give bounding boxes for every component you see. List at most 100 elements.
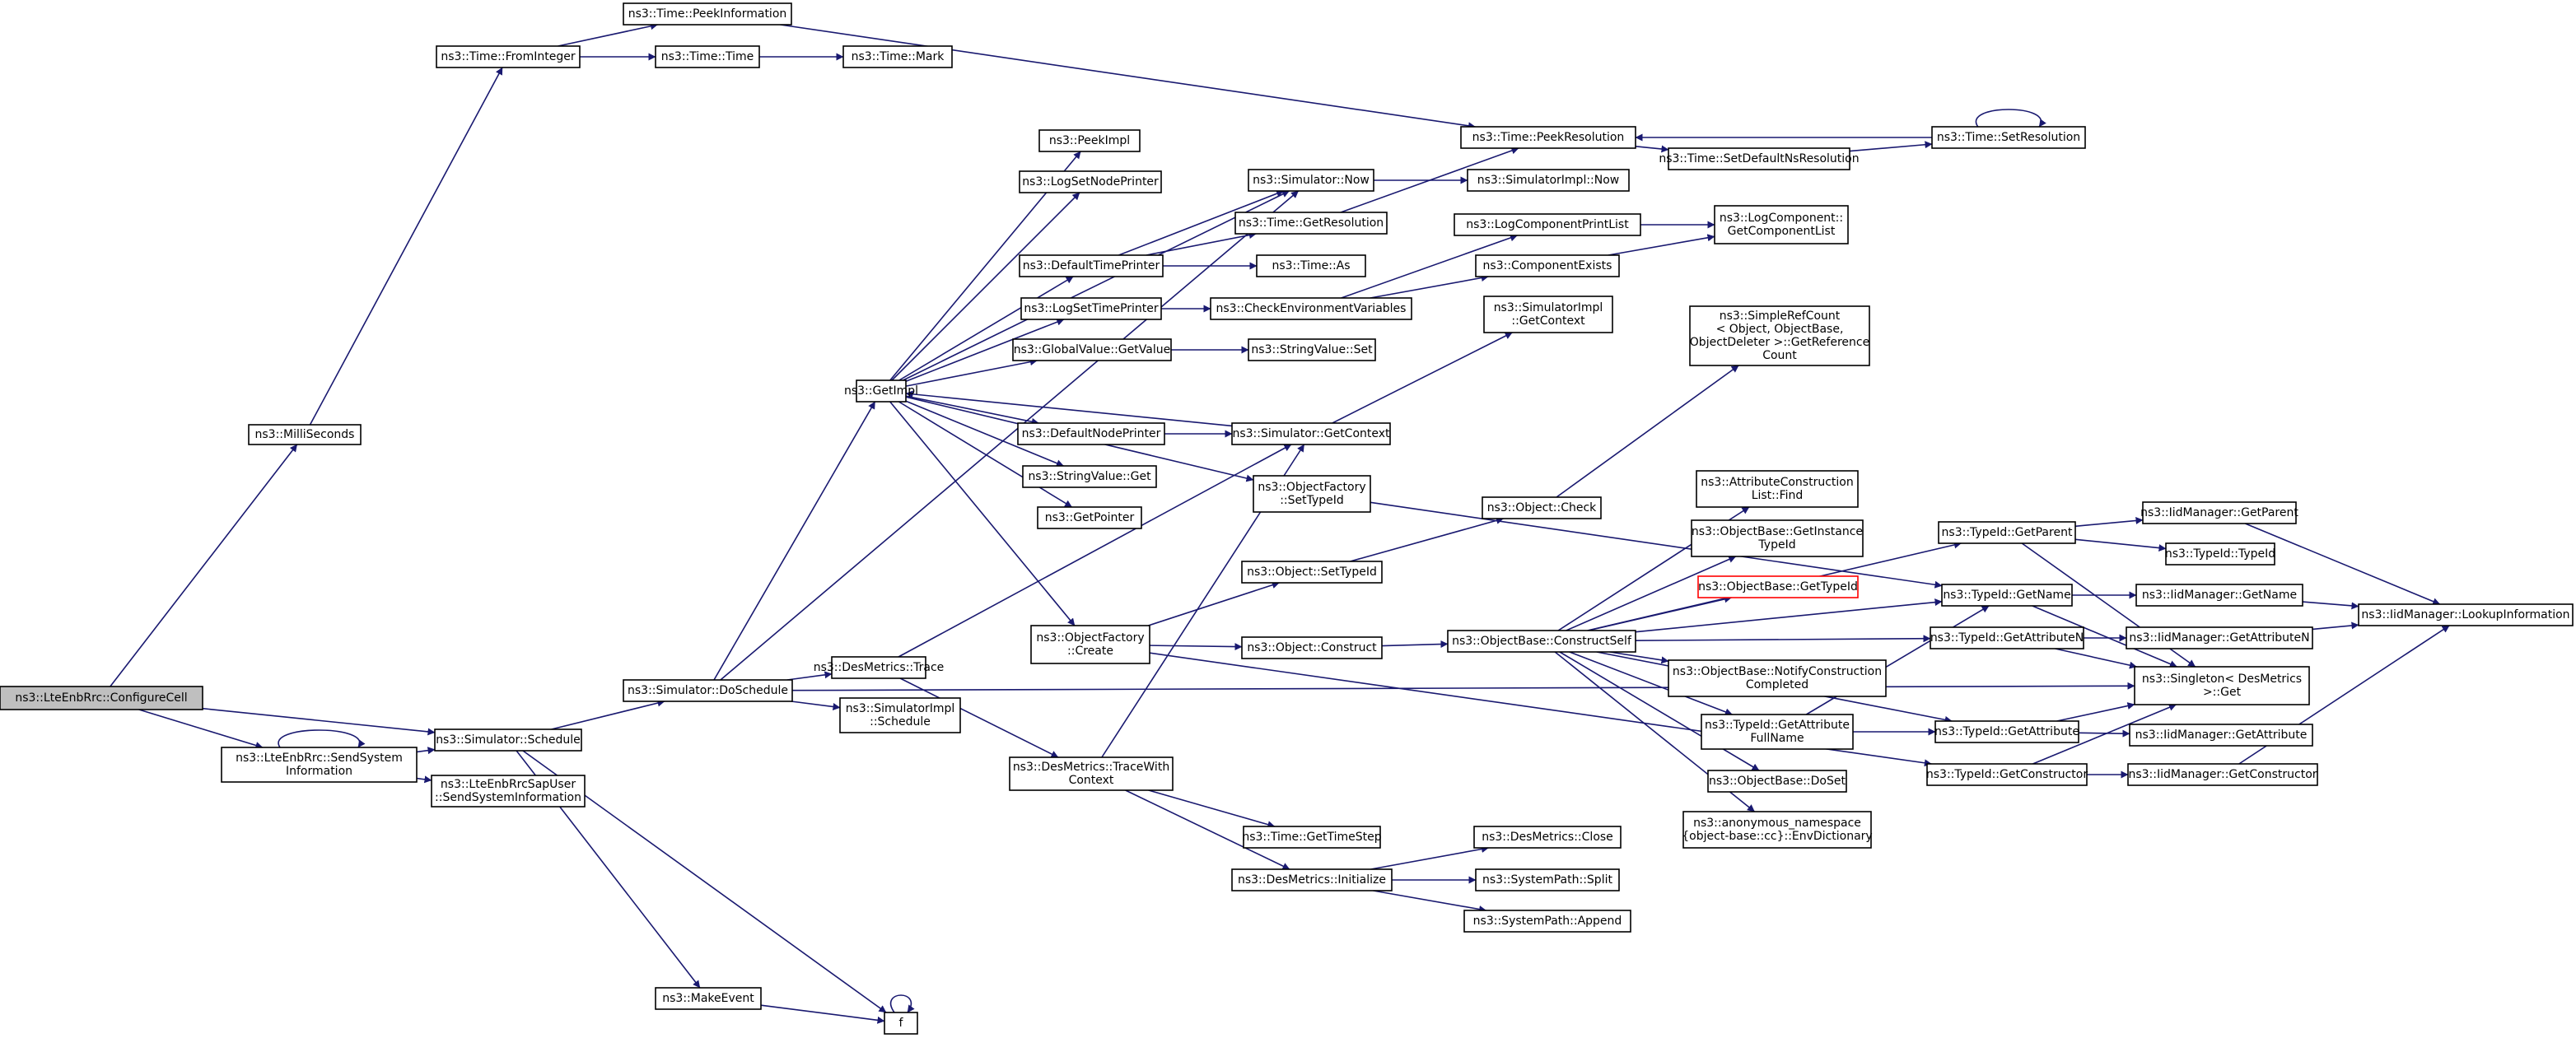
edge-compexists-to-logcompget (1608, 234, 1715, 256)
node-millis[interactable]: ns3::MilliSeconds (248, 424, 362, 445)
edge-constructself-to-tidgetattrn (1635, 635, 1931, 643)
node-timetime[interactable]: ns3::Time::Time (655, 45, 760, 68)
node-logsetnode[interactable]: ns3::LogSetNodePrinter (1019, 170, 1162, 193)
node-notifyconstr[interactable]: ns3::ObjectBase::NotifyConstructionCompl… (1668, 659, 1887, 697)
node-box (1482, 496, 1602, 519)
node-stringget[interactable]: ns3::StringValue::Get (1022, 465, 1157, 488)
node-ofsettid[interactable]: ns3::ObjectFactory::SetTypeId (1253, 475, 1371, 513)
node-objbasegettid[interactable]: ns3::ObjectBase::GetTypeId (1697, 575, 1859, 598)
node-iidgetctor[interactable]: ns3::IidManager::GetConstructor (2127, 763, 2318, 786)
node-timeas[interactable]: ns3::Time::As (1256, 254, 1366, 277)
node-objconstruct[interactable]: ns3::Object::Construct (1241, 636, 1383, 659)
node-box (1483, 296, 1613, 333)
node-defnodeprinter[interactable]: ns3::DefaultNodePrinter (1017, 422, 1165, 445)
node-label: ns3::SystemPath::Split (1482, 873, 1612, 887)
node-label: ns3::ObjectFactory (1036, 631, 1144, 645)
node-tidgetattr[interactable]: ns3::TypeId::GetAttribute (1934, 720, 2079, 743)
node-box (2358, 603, 2574, 626)
edge-arrow (202, 707, 436, 736)
node-simplerefcount[interactable]: ns3::SimpleRefCount< Object, ObjectBase,… (1689, 305, 1870, 366)
edge-arrow (2312, 621, 2359, 631)
edge-doschedule-to-destrace (786, 671, 833, 681)
node-checkenv[interactable]: ns3::CheckEnvironmentVariables (1210, 297, 1412, 320)
node-label: ns3::TypeId::GetAttributeN (1930, 631, 2084, 645)
node-iidgetparent[interactable]: ns3::IidManager::GetParent (2140, 501, 2298, 524)
node-simimplnow[interactable]: ns3::SimulatorImpl::Now (1467, 169, 1630, 192)
node-lookupinfo[interactable]: ns3::IidManager::LookupInformation (2358, 603, 2574, 626)
edge-f-to-f (889, 994, 915, 1013)
node-compexists[interactable]: ns3::ComponentExists (1475, 254, 1620, 277)
node-objcheck[interactable]: ns3::Object::Check (1482, 496, 1602, 519)
node-getres[interactable]: ns3::Time::GetResolution (1234, 212, 1388, 235)
node-tidgetattrn[interactable]: ns3::TypeId::GetAttributeN (1930, 626, 2084, 649)
node-configurecell[interactable]: ns3::LteEnbRrc::ConfigureCell (0, 686, 203, 710)
node-label: ns3::ComponentExists (1483, 259, 1612, 272)
edge-arrow (713, 401, 876, 681)
node-fromint[interactable]: ns3::Time::FromInteger (436, 45, 581, 68)
edge-arrow (905, 400, 1064, 467)
node-gettimestep[interactable]: ns3::Time::GetTimeStep (1242, 826, 1382, 849)
node-setres[interactable]: ns3::Time::SetResolution (1931, 126, 2086, 149)
node-constructself[interactable]: ns3::ObjectBase::ConstructSelf (1447, 630, 1636, 653)
node-sendsysinfo[interactable]: ns3::LteEnbRrc::SendSystemInformation (221, 747, 418, 783)
node-box (839, 697, 961, 733)
node-iidgetattr[interactable]: ns3::IidManager::GetAttribute (2129, 724, 2313, 747)
node-label: ObjectDeleter >::GetReference (1690, 336, 1869, 349)
node-tidgetctor[interactable]: ns3::TypeId::GetConstructor (1926, 763, 2088, 786)
edge-arrow (1635, 598, 1943, 633)
node-box (884, 1012, 918, 1035)
node-envdict[interactable]: ns3::anonymous_namespace{object-base::cc… (1682, 811, 1873, 849)
node-doset[interactable]: ns3::ObjectBase::DoSet (1707, 770, 1847, 793)
node-label: Information (286, 765, 352, 778)
node-stringset[interactable]: ns3::StringValue::Set (1248, 338, 1376, 361)
node-iidgetattrn[interactable]: ns3::IidManager::GetAttributeN (2126, 626, 2313, 649)
node-logcompget[interactable]: ns3::LogComponent::GetComponentList (1714, 205, 1849, 244)
node-simnow[interactable]: ns3::Simulator::Now (1248, 169, 1374, 192)
node-peekinfo[interactable]: ns3::Time::PeekInformation (623, 2, 792, 26)
node-simgetctx[interactable]: ns3::Simulator::GetContext (1231, 422, 1391, 445)
node-sapuser[interactable]: ns3::LteEnbRrcSapUser::SendSystemInforma… (431, 775, 586, 808)
node-sysappend[interactable]: ns3::SystemPath::Append (1463, 910, 1631, 933)
node-gvget[interactable]: ns3::GlobalValue::GetValue (1012, 338, 1172, 361)
node-getimpl[interactable]: ns3::GetImpl (844, 379, 918, 403)
node-deftimeprinter[interactable]: ns3::DefaultTimePrinter (1019, 254, 1164, 277)
node-peekres[interactable]: ns3::Time::PeekResolution (1460, 126, 1636, 149)
node-singleton[interactable]: ns3::Singleton< DesMetrics>::Get (2134, 666, 2310, 705)
node-logcompprint[interactable]: ns3::LogComponentPrintList (1454, 213, 1641, 236)
node-logsettime[interactable]: ns3::LogSetTimePrinter (1020, 297, 1162, 320)
node-setdefres[interactable]: ns3::Time::SetDefaultNsResolution (1659, 147, 1860, 170)
node-simimplsched[interactable]: ns3::SimulatorImpl::Schedule (839, 697, 961, 733)
node-tidgetparent[interactable]: ns3::TypeId::GetParent (1938, 521, 2076, 544)
edge-arrow (2074, 538, 2167, 552)
node-desclose[interactable]: ns3::DesMetrics::Close (1473, 826, 1622, 849)
node-label: ns3::Simulator::Schedule (436, 733, 581, 747)
node-box (1210, 297, 1412, 320)
node-f[interactable]: f (884, 1012, 918, 1035)
node-syssplit[interactable]: ns3::SystemPath::Split (1475, 868, 1620, 891)
node-getpointer[interactable]: ns3::GetPointer (1037, 506, 1142, 529)
node-tidgetname[interactable]: ns3::TypeId::GetName (1941, 584, 2073, 607)
edge-getimpl-to-simnow (903, 190, 1290, 381)
node-schedule[interactable]: ns3::Simulator::Schedule (434, 728, 582, 752)
node-box (1714, 205, 1849, 244)
node-label: TypeId (1757, 538, 1795, 552)
node-label: FullName (1750, 732, 1804, 745)
node-simimplctx[interactable]: ns3::SimulatorImpl::GetContext (1483, 296, 1613, 333)
node-ofcreate[interactable]: ns3::ObjectFactory::Create (1030, 625, 1150, 664)
node-makeevent[interactable]: ns3::MakeEvent (655, 987, 762, 1010)
node-doschedule[interactable]: ns3::Simulator::DoSchedule (623, 679, 793, 702)
node-iidgetname[interactable]: ns3::IidManager::GetName (2135, 584, 2303, 607)
node-objsettid[interactable]: ns3::Object::SetTypeId (1241, 561, 1383, 584)
node-timemark[interactable]: ns3::Time::Mark (842, 45, 953, 68)
node-peekimpl[interactable]: ns3::PeekImpl (1038, 129, 1141, 152)
node-desinit[interactable]: ns3::DesMetrics::Initialize (1231, 868, 1393, 891)
edge-getimpl-to-ofcreate (889, 401, 1076, 626)
node-destrace[interactable]: ns3::DesMetrics::Trace (814, 656, 945, 679)
node-tidtid[interactable]: ns3::TypeId::TypeId (2165, 542, 2275, 566)
node-label: ns3::Time::As (1272, 259, 1350, 272)
